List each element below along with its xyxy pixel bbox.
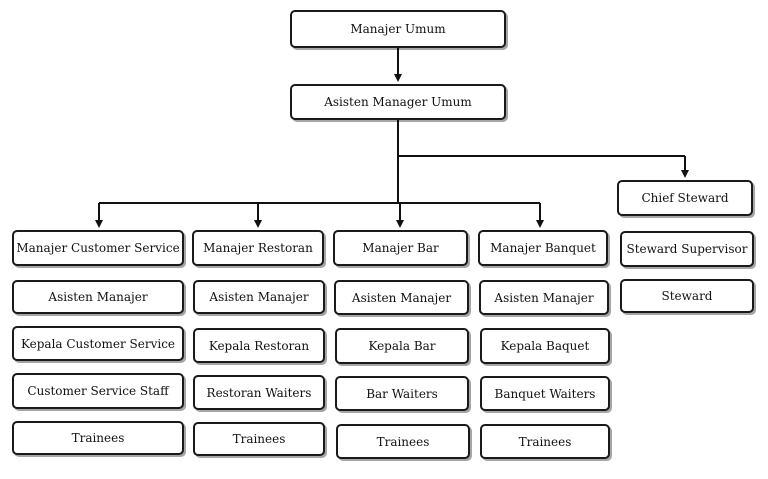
box-dept-4-staff-1: Asisten Manajer [479,280,609,315]
box-dept-3-head: Manajer Bar [333,230,468,266]
box-dept-2-staff-2: Kepala Restoran [193,328,325,363]
box-dept-1-staff-1: Asisten Manajer [12,280,184,314]
box-dept-3-staff-2: Kepala Bar [335,328,469,364]
box-dept-1-staff-4: Trainees [12,421,184,455]
box-dept-1-head: Manajer Customer Service [12,230,184,266]
box-dept-3-staff-4: Trainees [336,424,470,459]
box-dept-2-staff-4: Trainees [193,422,325,456]
box-dept-3-staff-3: Bar Waiters [335,376,469,411]
box-dept-2-staff-3: Restoran Waiters [193,375,325,410]
box-steward-staff-2: Steward [620,279,754,313]
box-dept-2-head: Manajer Restoran [192,230,324,266]
box-steward-staff-1: Steward Supervisor [620,231,754,267]
box-manajer-umum: Manajer Umum [290,10,506,48]
box-dept-1-staff-2: Kepala Customer Service [12,326,184,361]
box-dept-4-staff-4: Trainees [480,424,610,459]
box-dept-3-staff-1: Asisten Manajer [334,280,469,315]
box-dept-4-staff-3: Banquet Waiters [480,376,610,411]
box-dept-4-staff-2: Kepala Baquet [480,328,610,364]
box-dept-2-staff-1: Asisten Manajer [193,280,325,314]
box-asisten-manager-umum: Asisten Manager Umum [290,84,506,120]
box-dept-4-head: Manajer Banquet [478,230,608,266]
box-dept-1-staff-3: Customer Service Staff [12,373,184,409]
box-chief-steward: Chief Steward [617,180,753,216]
